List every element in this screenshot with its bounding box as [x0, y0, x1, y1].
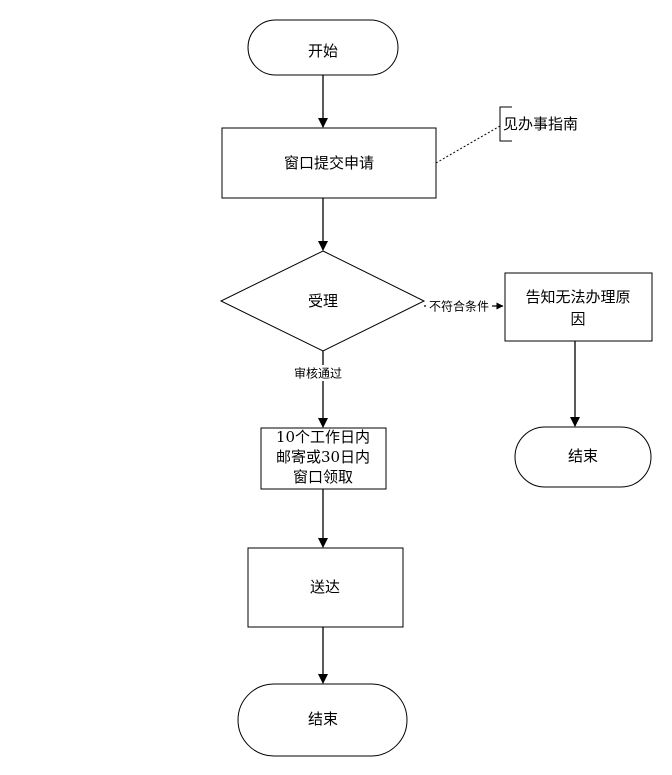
edge-label-bg — [285, 365, 351, 381]
edge-label-bg — [426, 298, 492, 314]
not-qualified-label: 不符合条件 — [429, 299, 489, 314]
accept-decision: 受理 — [219, 250, 426, 352]
end-right-label: 结束 — [568, 447, 598, 465]
guide-bracket — [499, 106, 512, 142]
start-label: 开始 — [308, 42, 338, 60]
end-bottom-label: 结束 — [308, 710, 338, 728]
notify-label-line-2: 因 — [570, 310, 585, 328]
accept-label: 受理 — [308, 292, 338, 310]
end-node-right: 结束 — [514, 426, 652, 488]
guide-note-label: 见办事指南 — [503, 115, 578, 133]
submit-label: 窗口提交申请 — [284, 154, 374, 172]
approved-label: 审核通过 — [294, 366, 342, 381]
submit-node: 窗口提交申请 — [221, 127, 437, 199]
mail-label-line-2: 邮寄或30日内 — [276, 448, 370, 466]
guide-connector — [435, 125, 501, 164]
mail-label-line-3: 窗口领取 — [293, 468, 353, 486]
deliver-label: 送达 — [310, 578, 340, 596]
notify-node: 告知无法办理原 因 — [504, 272, 653, 342]
mail-label-line-1: 10个工作日内 — [276, 428, 370, 446]
start-node: 开始 — [247, 19, 399, 76]
mail-node: 10个工作日内 邮寄或30日内 窗口领取 — [260, 427, 387, 490]
end-node-bottom: 结束 — [237, 683, 408, 757]
deliver-node: 送达 — [247, 547, 404, 628]
notify-label-line-1: 告知无法办理原 — [525, 288, 630, 306]
